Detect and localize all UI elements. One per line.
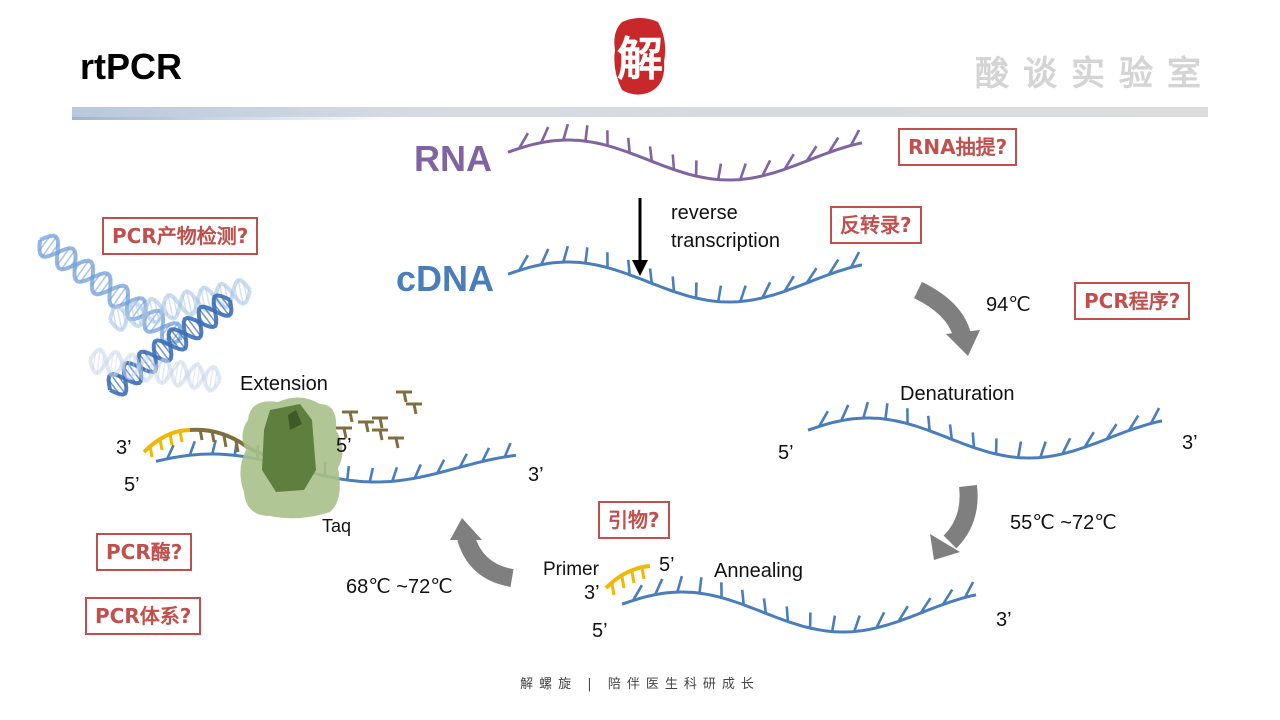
question-primer: 引物? [598, 501, 670, 539]
primer-extension [142, 428, 191, 458]
brand-name: 酸谈实验室 [975, 54, 1215, 94]
rna-strand [507, 123, 863, 182]
primer-label: Primer [543, 559, 599, 580]
header-divider [72, 107, 1208, 117]
denat-5-end: 5’ [778, 442, 794, 464]
question-pcr-enzyme: PCR酶? [96, 533, 193, 571]
anneal-3-end: 3’ [996, 609, 1012, 631]
rt-label-line1: reverse [671, 202, 738, 224]
page-title: rtPCR [80, 46, 183, 87]
cdna-label: cDNA [396, 258, 495, 299]
down-arrow-icon [632, 198, 648, 276]
free-nucleotides [336, 390, 422, 449]
primer-3-end: 3’ [584, 582, 600, 604]
curved-arrow-icon-denaturation [913, 281, 980, 356]
extension-label: Extension [240, 373, 328, 395]
curved-arrow-icon-annealing [930, 484, 978, 560]
annealing-label: Annealing [714, 560, 803, 582]
taq-polymerase-icon [240, 397, 343, 519]
question-pcr-system: PCR体系? [85, 597, 202, 635]
curved-arrow-icon-extension [450, 518, 514, 587]
question-pcr-product-detection: PCR产物检测? [102, 217, 259, 255]
ext-5-end-new: 5’ [336, 435, 352, 457]
cdna-strand [507, 245, 863, 304]
annealing-temp: 55℃ ~72℃ [1010, 512, 1117, 534]
ext-3-end-template: 3’ [528, 464, 544, 486]
annealing-strand [621, 575, 977, 634]
rna-label: RNA [414, 138, 492, 179]
primer-5-end: 5’ [659, 554, 675, 576]
denaturation-strand [807, 401, 1163, 460]
question-rna-extraction: RNA抽提? [898, 128, 1018, 166]
taq-label: Taq [322, 516, 352, 536]
footer-text: 解螺旋 | 陪伴医生科研成长 [520, 677, 760, 692]
rt-label-line2: transcription [671, 230, 780, 252]
ext-5-end-template: 5’ [124, 474, 140, 496]
denaturation-label: Denaturation [900, 383, 1015, 405]
question-reverse-transcription: 反转录? [830, 206, 922, 244]
anneal-5-end: 5’ [592, 620, 608, 642]
denat-3-end: 3’ [1182, 432, 1198, 454]
extension-temp: 68℃ ~72℃ [346, 576, 453, 598]
seal-logo: 解 [614, 18, 666, 95]
dna-helix-icon [37, 233, 252, 397]
denaturation-temp: 94℃ [986, 294, 1031, 316]
ext-3-end-primer: 3’ [116, 437, 132, 459]
question-pcr-program: PCR程序? [1074, 282, 1191, 320]
primer-annealing [604, 564, 651, 596]
header-divider-accent [72, 117, 392, 120]
seal-char: 解 [617, 32, 663, 86]
